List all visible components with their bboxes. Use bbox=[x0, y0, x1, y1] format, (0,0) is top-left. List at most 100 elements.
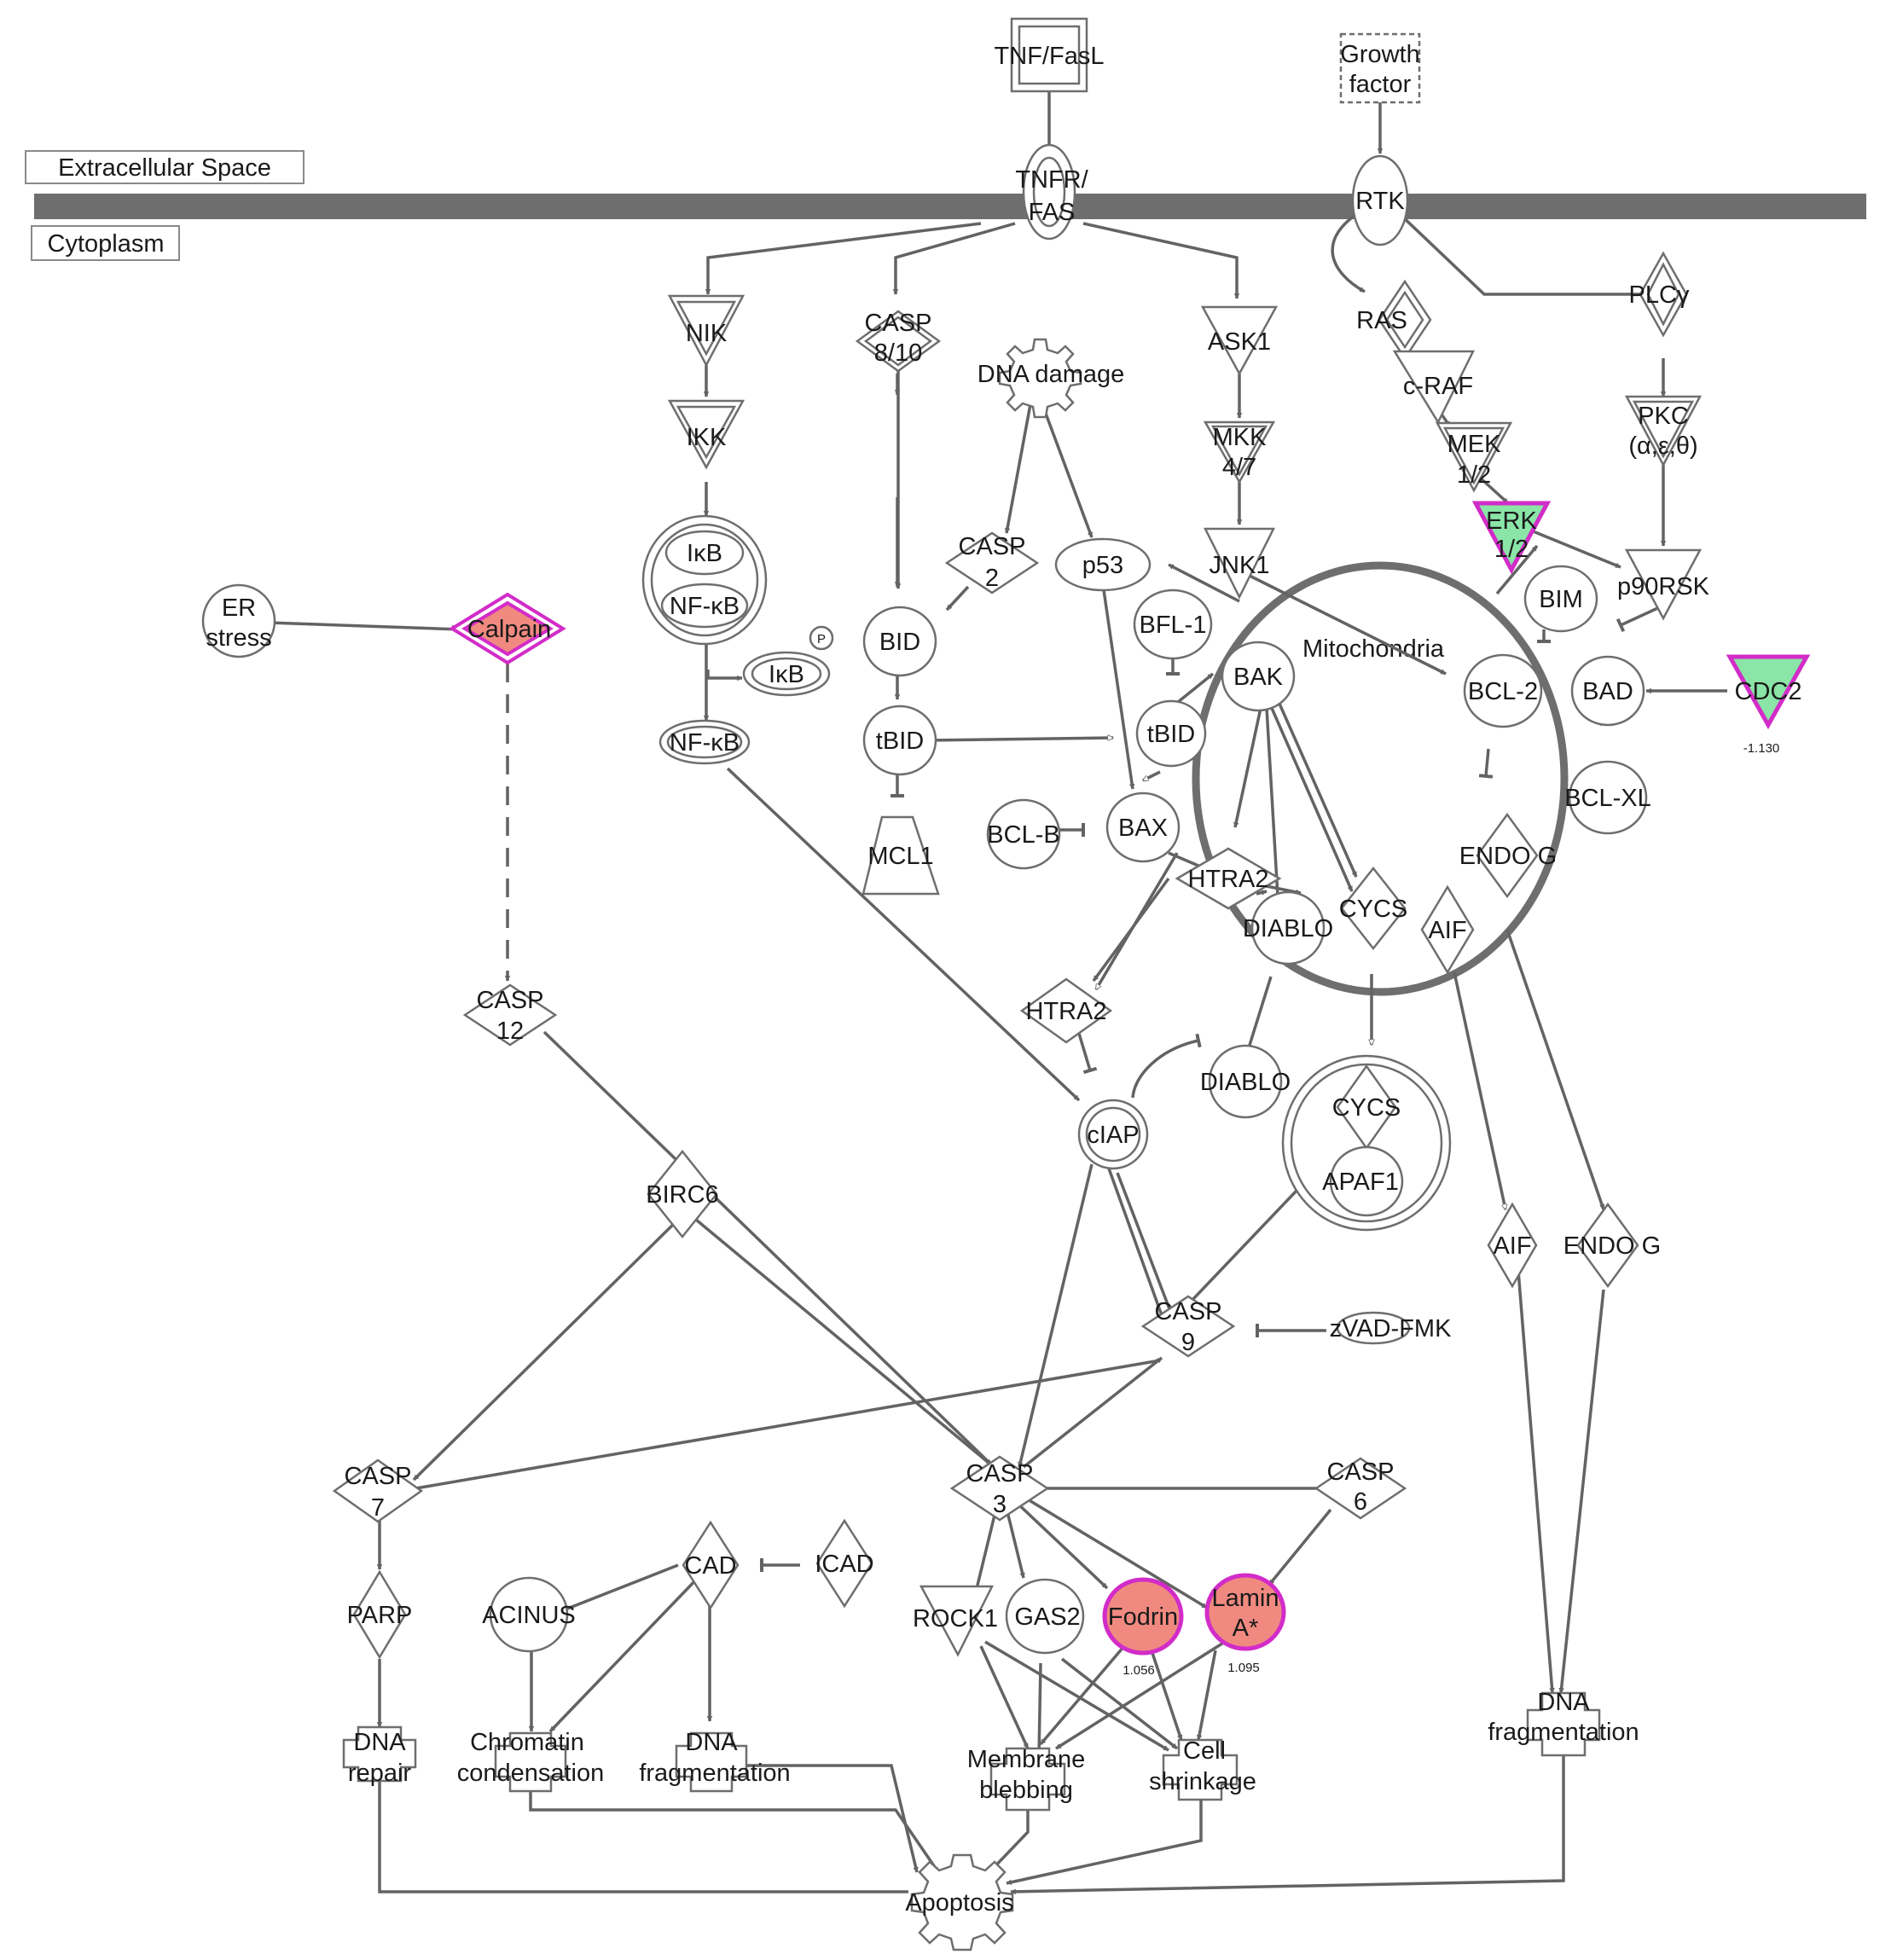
fodrin-value: 1.056 bbox=[1123, 1663, 1155, 1678]
node-tnfr-fas[interactable]: TNFR/ FAS bbox=[1015, 143, 1089, 241]
casp12-label-line2: 12 bbox=[496, 1018, 524, 1045]
aif-cytoplasm-label: AIF bbox=[1493, 1232, 1531, 1260]
node-ikb-phospho[interactable]: IκB P bbox=[742, 625, 834, 697]
p90rsk-label: p90RSK bbox=[1617, 573, 1710, 600]
node-ask1[interactable]: ASK1 bbox=[1200, 305, 1279, 376]
node-bax[interactable]: BAX bbox=[1105, 792, 1181, 863]
ras-label: RAS bbox=[1356, 307, 1407, 334]
node-casp9[interactable]: CASP 9 bbox=[1140, 1295, 1236, 1358]
node-erk1-2[interactable]: ERK 1/2 bbox=[1471, 501, 1552, 575]
node-cad[interactable]: CAD bbox=[682, 1520, 740, 1610]
cycs-mito-label: CYCS bbox=[1339, 896, 1408, 923]
node-casp7[interactable]: CASP 7 bbox=[332, 1458, 424, 1523]
parp-label: PARP bbox=[347, 1602, 413, 1629]
node-pkc[interactable]: PKC (α,ε,θ) bbox=[1624, 395, 1703, 467]
node-acinus[interactable]: ACINUS bbox=[482, 1576, 576, 1653]
node-nfkb[interactable]: NF-κB bbox=[658, 719, 751, 765]
cad-label: CAD bbox=[684, 1552, 736, 1580]
node-growth-factor[interactable]: Growth factor bbox=[1339, 32, 1421, 104]
gas2-label: GAS2 bbox=[1014, 1603, 1080, 1631]
node-casp6[interactable]: CASP 6 bbox=[1314, 1457, 1407, 1520]
function-dna-repair[interactable]: DNA repair bbox=[342, 1725, 417, 1787]
er-stress-label-line1: ER bbox=[222, 594, 256, 622]
pkc-label-line1: PKC bbox=[1638, 403, 1689, 430]
node-tbid-cytoplasm[interactable]: tBID bbox=[862, 705, 937, 776]
node-c-raf[interactable]: c-RAF bbox=[1392, 350, 1476, 425]
node-bfl1[interactable]: BFL-1 bbox=[1133, 589, 1213, 660]
node-mek1-2[interactable]: MEK 1/2 bbox=[1435, 421, 1513, 493]
node-gas2[interactable]: GAS2 bbox=[1005, 1578, 1085, 1655]
bad-label: BAD bbox=[1582, 678, 1633, 705]
node-birc6[interactable]: BIRC6 bbox=[646, 1149, 719, 1239]
lamin-fill bbox=[1204, 1573, 1286, 1651]
node-endog-mito[interactable]: ENDO G bbox=[1459, 812, 1557, 899]
node-htra2-mito[interactable]: HTRA2 bbox=[1175, 847, 1282, 910]
node-bcl2[interactable]: BCL-2 bbox=[1463, 653, 1543, 728]
ciap-label: cIAP bbox=[1087, 1122, 1139, 1149]
node-htra2-cytoplasm[interactable]: HTRA2 bbox=[1019, 977, 1113, 1044]
node-p90rsk[interactable]: p90RSK bbox=[1617, 548, 1710, 621]
growth-factor-label-line1: Growth bbox=[1340, 41, 1419, 68]
node-cdc2[interactable]: CDC2 -1.130 bbox=[1726, 654, 1811, 756]
node-rock1[interactable]: ROCK1 bbox=[913, 1585, 998, 1657]
casp3-label-line2: 3 bbox=[993, 1491, 1007, 1518]
node-aif-mito[interactable]: AIF bbox=[1420, 884, 1475, 975]
lamin-label-line2: A* bbox=[1233, 1615, 1259, 1642]
node-casp3[interactable]: CASP 3 bbox=[949, 1455, 1050, 1522]
node-icad[interactable]: ICAD bbox=[815, 1518, 874, 1609]
casp6-label-line1: CASP bbox=[1327, 1458, 1395, 1486]
node-nik[interactable]: NIK bbox=[667, 294, 745, 368]
node-mcl1[interactable]: MCL1 bbox=[861, 815, 940, 896]
node-tbid-mito[interactable]: tBID bbox=[1135, 699, 1207, 768]
node-bcl-b[interactable]: BCL-B bbox=[986, 798, 1061, 870]
casp2-label-line1: CASP bbox=[959, 533, 1026, 560]
node-dna-damage[interactable]: DNA damage bbox=[978, 338, 1125, 419]
node-bid[interactable]: BID bbox=[862, 606, 937, 677]
node-calpain[interactable]: Calpain bbox=[449, 592, 566, 665]
node-bim[interactable]: BIM bbox=[1523, 565, 1598, 633]
node-casp2[interactable]: CASP 2 bbox=[944, 531, 1040, 594]
function-dna-fragmentation-right[interactable]: DNA fragmentation bbox=[1488, 1689, 1639, 1757]
node-p53[interactable]: p53 bbox=[1054, 537, 1152, 592]
node-zvad-fmk[interactable]: zVAD-FMK bbox=[1330, 1311, 1453, 1345]
endog-mito-label: ENDO G bbox=[1459, 843, 1557, 870]
node-jnk1[interactable]: JNK1 bbox=[1203, 527, 1276, 600]
node-casp12[interactable]: CASP 12 bbox=[462, 983, 558, 1047]
node-plcg[interactable]: PLCγ bbox=[1629, 251, 1690, 338]
node-ikk[interactable]: IKK bbox=[667, 399, 745, 470]
node-aif-cytoplasm[interactable]: AIF bbox=[1487, 1202, 1538, 1289]
casp12-label-line1: CASP bbox=[477, 987, 544, 1014]
node-bad[interactable]: BAD bbox=[1570, 655, 1645, 727]
node-cycs-mito[interactable]: CYCS bbox=[1339, 866, 1408, 951]
node-diablo-cytoplasm[interactable]: DIABLO bbox=[1200, 1044, 1291, 1119]
node-diablo-mito[interactable]: DIABLO bbox=[1243, 890, 1333, 966]
function-membrane-blebbing[interactable]: Membrane blebbing bbox=[967, 1746, 1086, 1812]
node-casp8-10[interactable]: CASP 8/10 bbox=[855, 310, 942, 373]
ikb-label: IκB bbox=[687, 540, 722, 567]
node-cycs-apaf1-complex[interactable]: CYCS APAF1 bbox=[1281, 1054, 1452, 1232]
node-tnf-fasl[interactable]: TNF/FasL bbox=[995, 17, 1105, 93]
function-apoptosis[interactable]: Apoptosis bbox=[905, 1853, 1014, 1951]
bcl-b-label: BCL-B bbox=[987, 821, 1059, 849]
node-fodrin[interactable]: Fodrin 1.056 bbox=[1102, 1577, 1184, 1678]
phospho-marker bbox=[809, 625, 834, 651]
node-mkk4-7[interactable]: MKK 4/7 bbox=[1203, 420, 1276, 484]
node-lamin-a[interactable]: Lamin A* 1.095 bbox=[1204, 1573, 1286, 1675]
nfkb-label: NF-κB bbox=[670, 729, 740, 757]
node-ciap[interactable]: cIAP bbox=[1077, 1099, 1149, 1170]
node-ikb-nfkb-complex[interactable]: IκB NF-κB bbox=[641, 514, 768, 646]
function-dna-fragmentation-left[interactable]: DNA fragmentation bbox=[639, 1729, 791, 1793]
node-er-stress[interactable]: ER stress bbox=[201, 583, 276, 658]
casp7-label-line2: 7 bbox=[371, 1494, 385, 1522]
calpain-label: Calpain bbox=[467, 616, 551, 643]
node-ras[interactable]: RAS bbox=[1356, 279, 1432, 361]
node-rtk[interactable]: RTK bbox=[1351, 154, 1409, 246]
node-parp[interactable]: PARP bbox=[347, 1569, 413, 1660]
calpain-inner bbox=[461, 600, 554, 657]
function-cell-shrinkage[interactable]: Cell shrinkage bbox=[1149, 1737, 1256, 1801]
node-bak[interactable]: BAK bbox=[1221, 641, 1296, 712]
erk-fill bbox=[1471, 501, 1552, 575]
node-bcl-xl[interactable]: BCL-XL bbox=[1564, 760, 1651, 835]
node-endog-cytoplasm[interactable]: ENDO G bbox=[1563, 1202, 1661, 1289]
function-chromatin-condensation[interactable]: Chromatin condensation bbox=[457, 1729, 605, 1793]
